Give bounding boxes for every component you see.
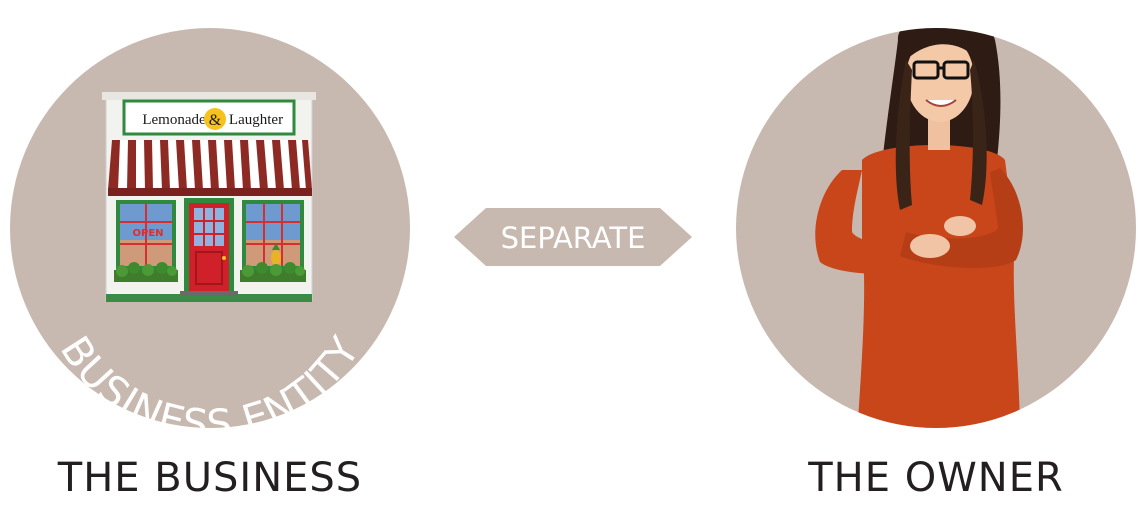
owner-dress	[855, 145, 1021, 428]
store-sign-amp: &	[209, 112, 222, 129]
glasses-icon	[912, 60, 970, 80]
separate-connector: SEPARATE	[454, 208, 692, 266]
store-sign-left: Lemonade	[142, 112, 206, 128]
store-sign-right: Laughter	[229, 112, 283, 128]
owner-circle	[736, 28, 1136, 428]
business-circle: Lemonade & Laughter	[10, 28, 410, 448]
store-sign	[122, 99, 296, 136]
double-arrow-shape	[454, 208, 692, 266]
store-base	[106, 294, 312, 302]
planters	[114, 262, 306, 282]
storefront-icon: Lemonade & Laughter	[102, 92, 316, 302]
sign-amp-badge	[204, 108, 226, 130]
left-window: OPEN	[116, 200, 176, 270]
store-door	[184, 198, 234, 294]
awning	[108, 140, 312, 196]
owner-caption: THE OWNER	[808, 455, 1064, 501]
right-window	[242, 200, 304, 270]
owner-figure	[815, 28, 1023, 428]
separate-label: SEPARATE	[501, 221, 646, 255]
business-caption: THE BUSINESS	[57, 455, 363, 501]
open-sign: OPEN	[132, 228, 163, 239]
